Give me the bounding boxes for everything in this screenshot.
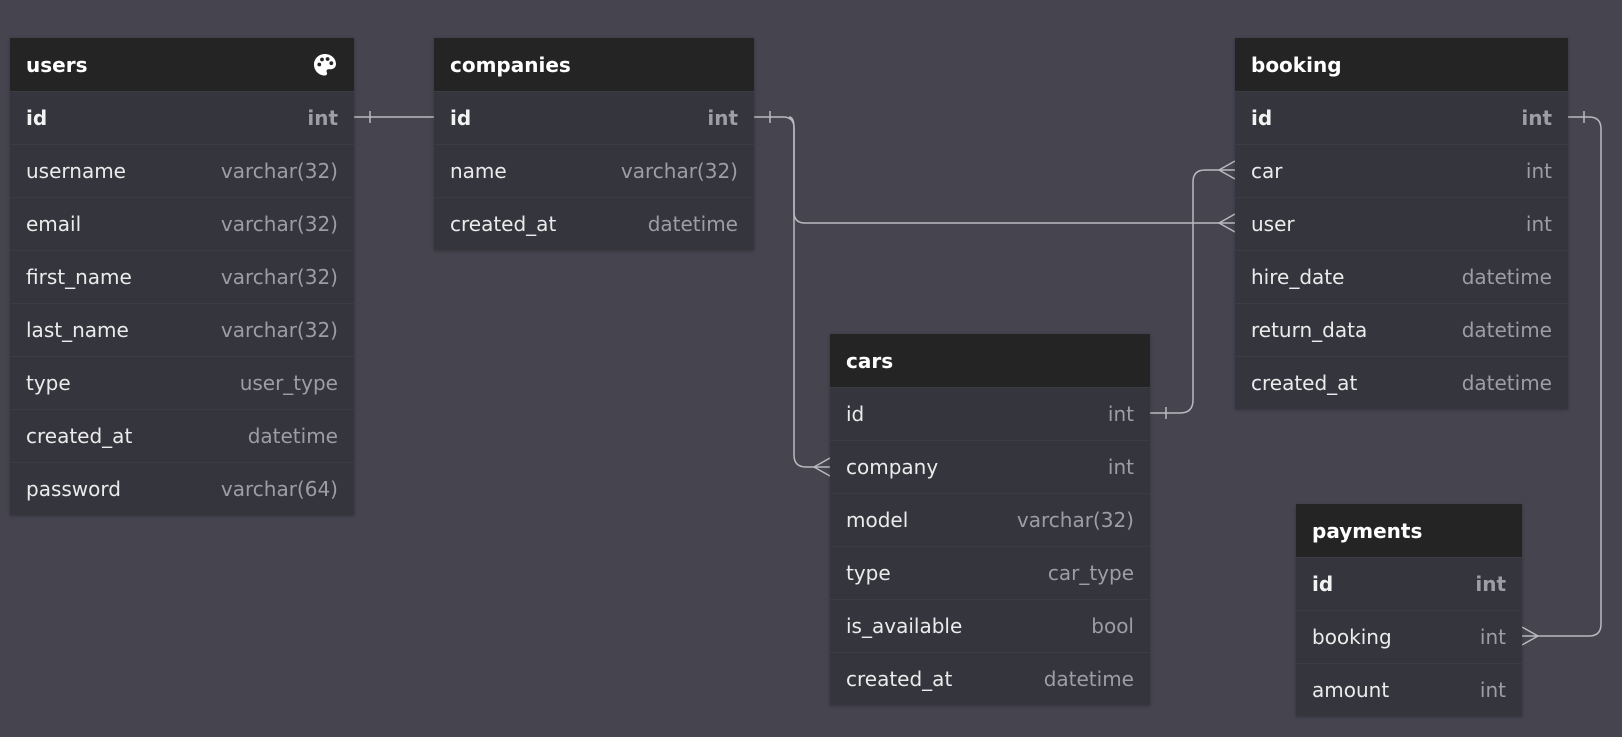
table-header[interactable]: cars	[830, 334, 1150, 387]
field-row[interactable]: created_at datetime	[434, 197, 754, 250]
field-row[interactable]: id int	[434, 91, 754, 144]
field-type: bool	[1091, 614, 1134, 638]
field-name: password	[26, 477, 121, 501]
field-row[interactable]: id int	[830, 387, 1150, 440]
field-type: varchar(32)	[620, 159, 738, 183]
field-type: int	[1475, 572, 1506, 596]
field-name: id	[1251, 106, 1273, 130]
field-type: int	[707, 106, 738, 130]
field-type: datetime	[647, 212, 738, 236]
field-name: id	[1312, 572, 1334, 596]
field-type: car_type	[1047, 561, 1134, 585]
field-type: varchar(32)	[220, 318, 338, 342]
field-name: hire_date	[1251, 265, 1345, 289]
field-name: id	[450, 106, 472, 130]
field-name: car	[1251, 159, 1283, 183]
field-name: return_data	[1251, 318, 1368, 342]
field-name: username	[26, 159, 126, 183]
field-row[interactable]: first_name varchar(32)	[10, 250, 354, 303]
field-name: booking	[1312, 625, 1392, 649]
table-header[interactable]: companies	[434, 38, 754, 91]
field-row[interactable]: user int	[1235, 197, 1568, 250]
table-name: cars	[846, 348, 894, 373]
table-header[interactable]: payments	[1296, 504, 1522, 557]
field-row[interactable]: car int	[1235, 144, 1568, 197]
field-row[interactable]: id int	[10, 91, 354, 144]
field-type: datetime	[1461, 265, 1552, 289]
field-name: email	[26, 212, 82, 236]
field-name: type	[846, 561, 891, 585]
table-users[interactable]: users id int username varchar(32) email …	[10, 38, 354, 515]
table-payments[interactable]: payments id int booking int amount int	[1296, 504, 1522, 716]
field-name: is_available	[846, 614, 963, 638]
field-name: created_at	[846, 667, 953, 691]
field-row[interactable]: type car_type	[830, 546, 1150, 599]
table-header[interactable]: users	[10, 38, 354, 91]
table-cars[interactable]: cars id int company int model varchar(32…	[830, 334, 1150, 705]
field-type: int	[1479, 678, 1506, 702]
field-name: last_name	[26, 318, 129, 342]
field-name: created_at	[26, 424, 133, 448]
relation-cars-booking-car	[1150, 160, 1236, 419]
field-name: created_at	[1251, 371, 1358, 395]
field-type: int	[1525, 212, 1552, 236]
field-type: int	[1521, 106, 1552, 130]
field-row[interactable]: return_data datetime	[1235, 303, 1568, 356]
field-row[interactable]: id int	[1235, 91, 1568, 144]
field-row[interactable]: created_at datetime	[10, 409, 354, 462]
field-type: int	[1525, 159, 1552, 183]
table-booking[interactable]: booking id int car int user int hire_dat…	[1235, 38, 1568, 409]
field-name: user	[1251, 212, 1295, 236]
field-row[interactable]: username varchar(32)	[10, 144, 354, 197]
field-row[interactable]: last_name varchar(32)	[10, 303, 354, 356]
field-type: varchar(64)	[220, 477, 338, 501]
field-row[interactable]: name varchar(32)	[434, 144, 754, 197]
field-row[interactable]: created_at datetime	[1235, 356, 1568, 409]
field-type: user_type	[239, 371, 338, 395]
field-type: datetime	[247, 424, 338, 448]
field-row[interactable]: amount int	[1296, 663, 1522, 716]
field-name: type	[26, 371, 71, 395]
field-name: model	[846, 508, 909, 532]
field-name: company	[846, 455, 939, 479]
field-name: created_at	[450, 212, 557, 236]
field-row[interactable]: model varchar(32)	[830, 493, 1150, 546]
field-type: int	[1479, 625, 1506, 649]
table-name: users	[26, 52, 88, 77]
field-type: datetime	[1461, 371, 1552, 395]
field-row[interactable]: hire_date datetime	[1235, 250, 1568, 303]
field-type: varchar(32)	[220, 212, 338, 236]
palette-icon[interactable]	[312, 52, 338, 78]
table-companies[interactable]: companies id int name varchar(32) create…	[434, 38, 754, 250]
field-row[interactable]: password varchar(64)	[10, 462, 354, 515]
field-type: varchar(32)	[1016, 508, 1134, 532]
field-row[interactable]: is_available bool	[830, 599, 1150, 652]
field-type: int	[307, 106, 338, 130]
field-row[interactable]: booking int	[1296, 610, 1522, 663]
field-type: varchar(32)	[220, 159, 338, 183]
relation-companies-cars	[788, 116, 831, 477]
field-type: datetime	[1043, 667, 1134, 691]
field-type: int	[1107, 455, 1134, 479]
table-header[interactable]: booking	[1235, 38, 1568, 91]
table-name: companies	[450, 52, 571, 77]
table-name: booking	[1251, 52, 1342, 77]
field-type: datetime	[1461, 318, 1552, 342]
field-row[interactable]: id int	[1296, 557, 1522, 610]
field-type: varchar(32)	[220, 265, 338, 289]
field-row[interactable]: created_at datetime	[830, 652, 1150, 705]
relation-companies-booking-user	[754, 111, 1236, 233]
field-name: id	[846, 402, 865, 426]
field-name: name	[450, 159, 507, 183]
field-row[interactable]: type user_type	[10, 356, 354, 409]
table-name: payments	[1312, 518, 1423, 543]
field-type: int	[1107, 402, 1134, 426]
field-name: id	[26, 106, 48, 130]
field-row[interactable]: company int	[830, 440, 1150, 493]
field-name: amount	[1312, 678, 1390, 702]
field-name: first_name	[26, 265, 132, 289]
field-row[interactable]: email varchar(32)	[10, 197, 354, 250]
relation-users-companies	[354, 111, 434, 123]
